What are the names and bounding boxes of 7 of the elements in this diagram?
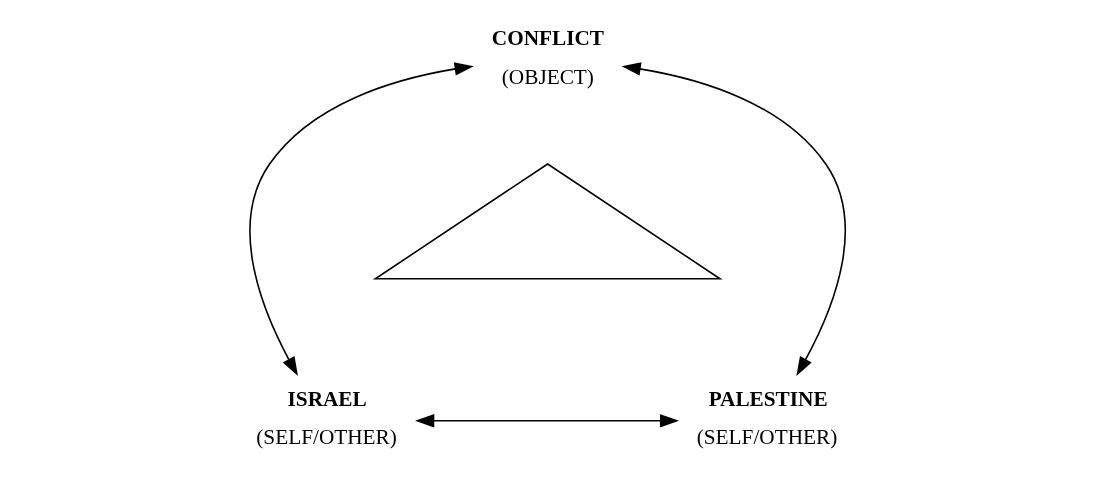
arrow: [621, 62, 846, 376]
arrow: [414, 414, 679, 428]
node-text: ISRAEL (SELF/OTHER): [255, 386, 397, 450]
node-text: PALESTINE (SELF/OTHER): [696, 386, 837, 450]
node-triangle: [372, 163, 723, 280]
node-text: CONFLICT (OBJECT): [491, 26, 604, 89]
arrow: [248, 62, 474, 376]
